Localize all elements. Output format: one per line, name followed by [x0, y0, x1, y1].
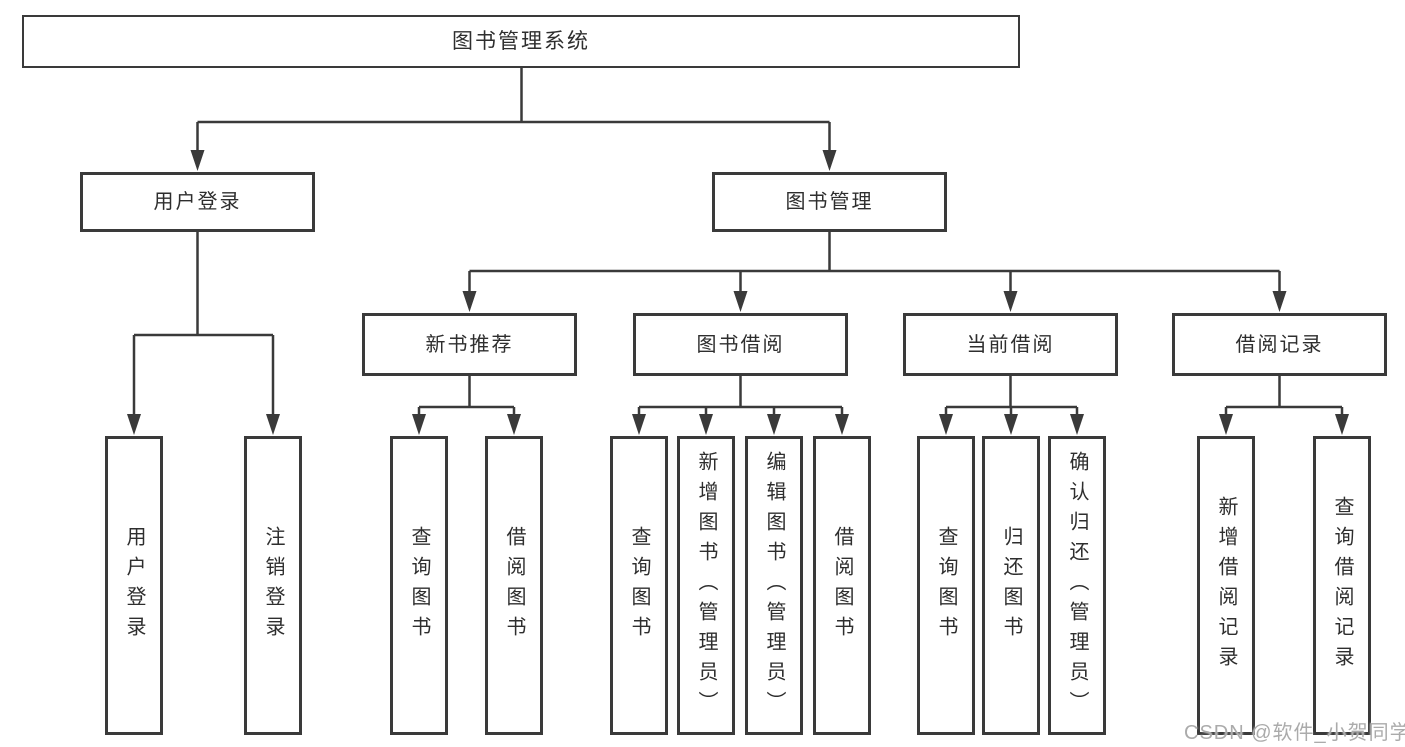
leaf-query-borrow-record-label: 查询借阅记录: [1331, 495, 1353, 676]
node-book-management-module: 图书管理: [712, 172, 947, 232]
leaf-edit-books-admin: 编辑图书（管理员）: [745, 436, 803, 735]
node-current-borrowing-label: 当前借阅: [966, 333, 1055, 356]
leaf-add-borrow-record-label: 新增借阅记录: [1215, 495, 1237, 676]
leaf-logout-label: 注销登录: [262, 525, 284, 646]
tree-edges: [132, 68, 1344, 417]
leaf-query-borrow-record: 查询借阅记录: [1313, 436, 1371, 735]
watermark: CSDN @软件_小贺同学: [1184, 722, 1405, 744]
leaf-user-login-label: 用户登录: [123, 525, 145, 646]
leaf-return-books-label: 归还图书: [1000, 525, 1022, 646]
node-book-borrowing: 图书借阅: [633, 313, 848, 376]
leaf-add-books-admin: 新增图书（管理员）: [677, 436, 735, 735]
node-book-management-system: 图书管理系统: [22, 15, 1020, 68]
leaf-edit-books-admin-label: 编辑图书（管理员）: [763, 450, 785, 721]
leaf-query-books-current-label: 查询图书: [935, 525, 957, 646]
node-book-management-system-label: 图书管理系统: [452, 30, 590, 53]
leaf-borrow-books-recommend: 借阅图书: [485, 436, 543, 735]
node-new-book-recommendation: 新书推荐: [362, 313, 577, 376]
leaf-add-borrow-record: 新增借阅记录: [1197, 436, 1255, 735]
node-user-login-module: 用户登录: [80, 172, 315, 232]
node-book-borrowing-label: 图书借阅: [696, 333, 785, 356]
leaf-borrow-books-borrowing-label: 借阅图书: [831, 525, 853, 646]
node-borrowing-records: 借阅记录: [1172, 313, 1387, 376]
leaf-confirm-return-admin-label: 确认归还（管理员）: [1066, 450, 1088, 721]
node-borrowing-records-label: 借阅记录: [1235, 333, 1324, 356]
node-user-login-module-label: 用户登录: [153, 191, 242, 213]
node-new-book-recommendation-label: 新书推荐: [425, 333, 514, 356]
leaf-add-books-admin-label: 新增图书（管理员）: [695, 450, 717, 721]
arrowhead-icons: [127, 150, 1349, 435]
leaf-query-books-current: 查询图书: [917, 436, 975, 735]
leaf-user-login: 用户登录: [105, 436, 163, 735]
leaf-borrow-books-recommend-label: 借阅图书: [503, 525, 525, 646]
leaf-confirm-return-admin: 确认归还（管理员）: [1048, 436, 1106, 735]
leaf-query-books-borrowing-label: 查询图书: [628, 525, 650, 646]
leaf-query-books-recommend-label: 查询图书: [408, 525, 430, 646]
leaf-query-books-recommend: 查询图书: [390, 436, 448, 735]
leaf-return-books: 归还图书: [982, 436, 1040, 735]
leaf-logout: 注销登录: [244, 436, 302, 735]
leaf-borrow-books-borrowing: 借阅图书: [813, 436, 871, 735]
node-book-management-module-label: 图书管理: [785, 191, 874, 213]
leaf-query-books-borrowing: 查询图书: [610, 436, 668, 735]
node-current-borrowing: 当前借阅: [903, 313, 1118, 376]
